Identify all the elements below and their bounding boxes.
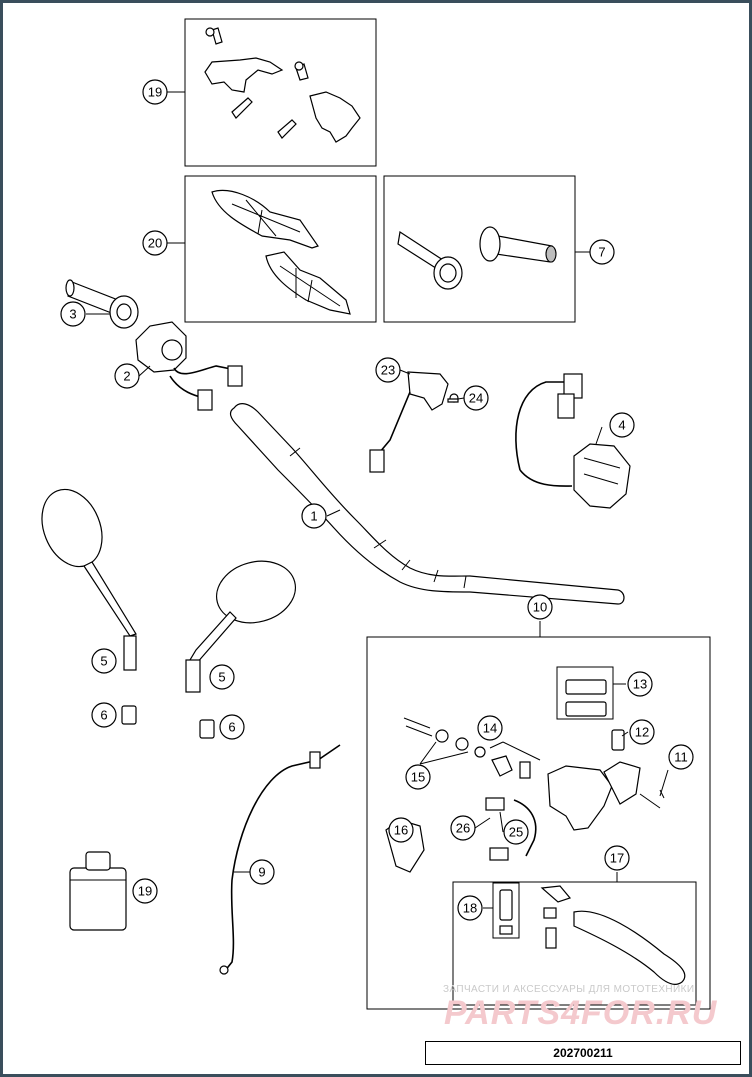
svg-text:5: 5: [100, 654, 107, 669]
box-part-18: [492, 882, 520, 939]
svg-text:16: 16: [394, 823, 408, 838]
svg-text:14: 14: [483, 721, 497, 736]
svg-text:3: 3: [69, 307, 76, 322]
part-6-nuts: [121, 705, 215, 739]
svg-text:19: 19: [148, 85, 162, 100]
svg-text:15: 15: [411, 770, 425, 785]
callout-14: 14: [477, 715, 503, 741]
callout-23: 23: [375, 357, 401, 383]
box-part-17: [452, 881, 697, 1006]
watermark-tagline: ЗАПЧАСТИ И АКСЕССУАРЫ ДЛЯ МОТОТЕХНИКИ: [443, 984, 695, 995]
callout-5-left: 5: [91, 648, 117, 674]
callout-17: 17: [604, 845, 630, 871]
part-20-clamps: [204, 27, 361, 143]
reference-number: 202700211: [425, 1041, 741, 1065]
callout-15: 15: [405, 764, 431, 790]
callout-25: 25: [503, 819, 529, 845]
watermark-logo: PARTS4FOR.RU: [444, 994, 718, 1032]
part-3-grip: [65, 279, 139, 329]
callout-7: 7: [589, 239, 615, 265]
box-part-21: [184, 175, 377, 323]
part-1-handlebar: [229, 403, 625, 605]
part-21-handguards: [211, 189, 351, 315]
part-19-bottle: [69, 851, 127, 931]
callout-12: 12: [629, 719, 655, 745]
svg-text:20: 20: [148, 236, 162, 251]
leader-lines: [86, 91, 669, 909]
svg-text:18: 18: [463, 901, 477, 916]
svg-text:25: 25: [509, 825, 523, 840]
svg-text:10: 10: [533, 600, 547, 615]
svg-text:7: 7: [598, 245, 605, 260]
svg-text:5: 5: [218, 670, 225, 685]
callout-6-left: 6: [91, 702, 117, 728]
callout-26: 26: [450, 815, 476, 841]
box-part-20: [184, 18, 377, 167]
callout-18: 18: [457, 895, 483, 921]
svg-text:24: 24: [469, 391, 483, 406]
callout-11: 11: [668, 744, 694, 770]
part-9-cable: [219, 744, 341, 975]
svg-text:1: 1: [310, 509, 317, 524]
svg-text:23: 23: [381, 363, 395, 378]
callout-10: 10: [527, 594, 553, 620]
box-part-7: [383, 175, 576, 323]
box-part-10: [366, 636, 711, 1010]
box-part-13: [556, 666, 614, 720]
callout-16: 16: [388, 817, 414, 843]
part-5-mirrors: [41, 488, 297, 693]
part-23-switch: [369, 371, 459, 473]
svg-text:6: 6: [100, 708, 107, 723]
part-7-grips: [397, 226, 557, 290]
svg-text:6: 6: [228, 720, 235, 735]
svg-text:13: 13: [633, 677, 647, 692]
callout-13: 13: [627, 671, 653, 697]
callout-24: 24: [463, 385, 489, 411]
svg-text:11: 11: [674, 750, 688, 765]
callout-2: 2: [114, 363, 140, 389]
svg-text:9: 9: [258, 865, 265, 880]
callout-9: 9: [249, 859, 275, 885]
svg-text:12: 12: [635, 725, 649, 740]
part-17-lever: [499, 885, 686, 985]
callout-6-right: 6: [219, 714, 245, 740]
svg-text:19: 19: [138, 884, 152, 899]
svg-text:17: 17: [610, 851, 624, 866]
callout-20: 19: [142, 79, 168, 105]
callout-3: 3: [60, 301, 86, 327]
callout-5-right: 5: [209, 664, 235, 690]
svg-text:2: 2: [123, 369, 130, 384]
callout-19: 19: [132, 878, 158, 904]
callout-21: 20: [142, 230, 168, 256]
callout-1: 1: [301, 503, 327, 529]
svg-text:4: 4: [618, 418, 625, 433]
svg-text:26: 26: [456, 821, 470, 836]
part-4-switch: [515, 373, 631, 509]
part-2-throttle: [135, 321, 243, 411]
callout-4: 4: [609, 412, 635, 438]
